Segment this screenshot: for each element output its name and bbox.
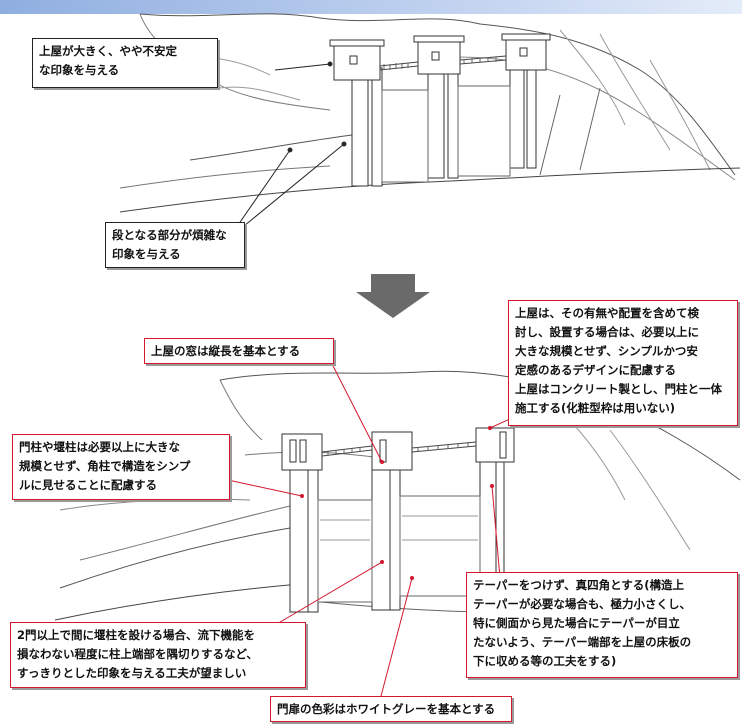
callout-pier-corner-cut: 2門以上で間に堰柱を設ける場合、流下機能を 損なわない程度に柱上端部を隅切りする…: [10, 622, 306, 688]
callout-steps-cluttered: 段となる部分が煩雑な 印象を与える: [105, 222, 245, 268]
callout-gate-color: 門扉の色彩はホワイトグレーを基本とする: [270, 696, 512, 722]
callout-superstructure-unstable: 上屋が大きく、やや不安定 な印象を与える: [32, 38, 218, 88]
callout-superstructure-design: 上屋は、その有無や配置を含めて検 討し、設置する場合は、必要以上に 大きな規模と…: [508, 300, 738, 426]
header-bar: [0, 0, 742, 14]
callout-pillars-simple: 門柱や堰柱は必要以上に大きな 規模とせず、角柱で構造をシンプ ルに見せることに配…: [12, 434, 230, 500]
callout-taper-square: テーパーをつけず、真四角とする(構造上 テーパーが必要な場合も、極力小さくし、 …: [466, 572, 738, 678]
down-arrow: [356, 274, 430, 318]
before-dam-illustration: [119, 13, 741, 229]
callout-window-vertical: 上屋の窓は縦長を基本とする: [144, 338, 334, 364]
